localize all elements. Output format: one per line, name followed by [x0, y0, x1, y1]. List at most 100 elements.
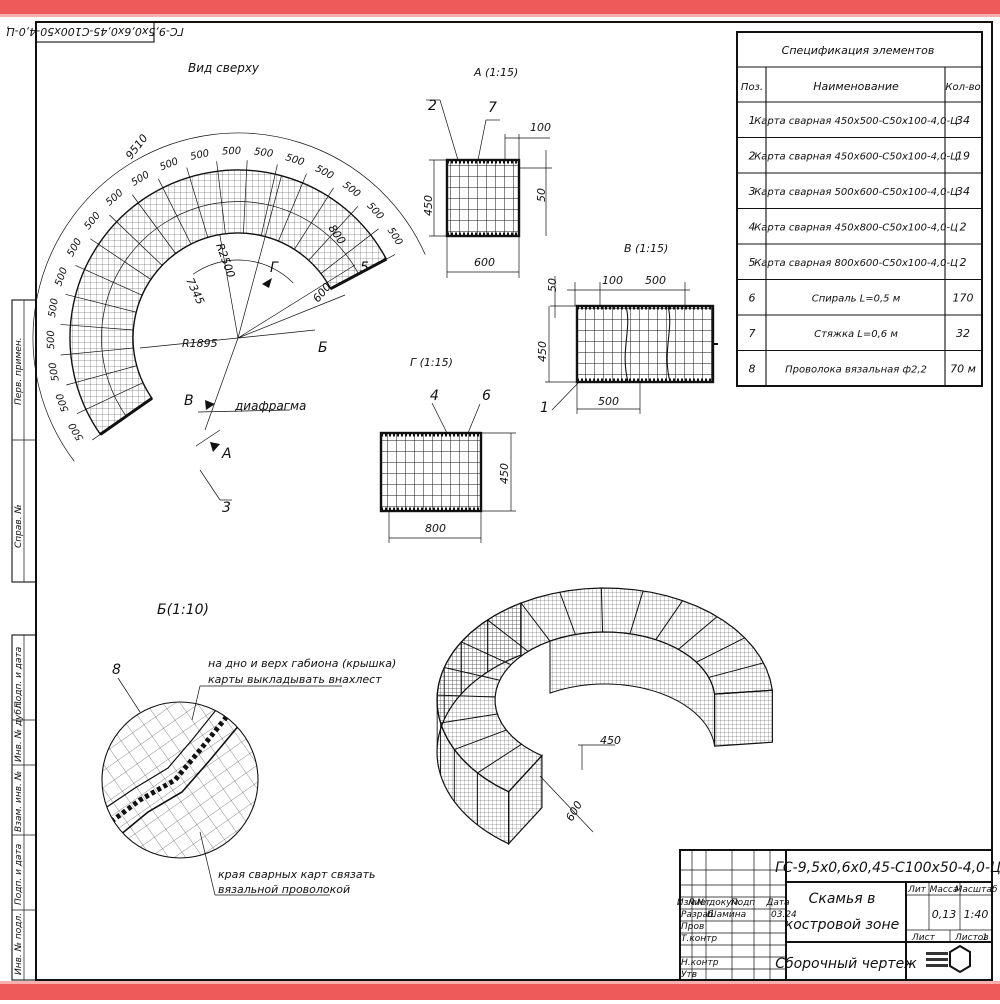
plan-segment-label: 500 — [189, 148, 210, 163]
plan-segment-label: 500 — [385, 226, 405, 248]
plan-segment-label: 500 — [55, 392, 72, 414]
title-block-col-mass: Масса — [930, 885, 959, 895]
title-block: ГС-9,5х0,6х0,45-С100х50-4,0-Ц Скамья в к… — [677, 849, 1000, 981]
plan-segment-label: 500 — [130, 169, 152, 188]
detail-b-note-bottom-2: вязальной проволокой — [218, 883, 350, 896]
plan-segment-line — [308, 206, 359, 261]
plan-segment-label: 500 — [67, 420, 86, 442]
isometric-view: 450 600 — [436, 587, 774, 846]
plan-segment-line — [278, 173, 307, 242]
title-block-mass: 0,13 — [932, 908, 957, 921]
view-v-dim-top-a: 100 — [602, 274, 623, 287]
spec-row-name: Стяжка L=0,6 м — [814, 329, 898, 340]
plan-segment-line — [60, 324, 134, 331]
view-v-dim-bottom: 500 — [598, 395, 619, 408]
view-v-position-1: 1 — [540, 400, 549, 416]
spec-row-qty: 34 — [956, 114, 970, 127]
detail-b-position-8: 8 — [112, 662, 121, 678]
plan-segment-line — [65, 293, 137, 313]
title-block-name-2: костровой зоне — [785, 917, 899, 933]
plan-segment-label: 500 — [47, 298, 61, 319]
spec-header-name: Наименование — [813, 80, 899, 93]
side-label-5: Взам. инв. № — [14, 771, 24, 832]
spec-row-qty: 170 — [953, 291, 974, 304]
plan-segment-line — [132, 194, 176, 254]
title-block-sheet-type: Сборочный чертеж — [775, 956, 917, 972]
view-v-dim-height: 450 — [536, 341, 549, 362]
plan-total-dim-arc — [32, 132, 426, 462]
view-a-dim-height: 450 — [422, 195, 435, 216]
title-block-rev-header: № докум. — [696, 898, 741, 908]
spec-row-pos: 2 — [749, 149, 756, 162]
title-block-date: 03.24 — [771, 910, 797, 920]
spec-row-qty: 2 — [960, 220, 967, 233]
view-v-title: В (1:15) — [624, 242, 668, 255]
title-block-code: ГС-9,5х0,6х0,45-С100х50-4,0-Ц — [775, 860, 1000, 876]
plan-segment-label: 500 — [65, 237, 84, 259]
spec-row-name: Карта сварная 500х600-С50х100-4,0-Ц — [754, 187, 958, 198]
title-block-role: Т.контр — [681, 934, 717, 944]
plan-segment-line — [243, 160, 248, 234]
iso-inner-face — [549, 631, 716, 747]
view-a: А (1:15) 2 7 100 50 450 600 — [422, 66, 552, 278]
plan-segment-line — [186, 167, 209, 238]
spec-header-qty: Кол-во — [945, 82, 980, 93]
view-a-dim-width: 600 — [474, 256, 495, 269]
plan-segment-label: 500 — [82, 210, 103, 232]
spec-row-name: Карта сварная 450х500-С50х100-4,0-Ц — [754, 116, 958, 127]
view-g-position-4: 4 — [430, 388, 439, 404]
plan-segment-label: 500 — [313, 163, 335, 182]
title-block-role: Н.контр — [681, 958, 719, 968]
section-letter-v: В — [184, 393, 194, 409]
spec-row-pos: 8 — [749, 362, 756, 375]
plan-inner-radius: R1895 — [182, 337, 218, 350]
plan-segment-label: 500 — [104, 188, 126, 209]
title-block-rev-header: Подп — [731, 898, 755, 908]
plan-segment-label: 500 — [222, 146, 241, 158]
plan-segment-label: 500 — [46, 330, 57, 349]
plan-arc — [32, 132, 426, 501]
frame-border-bottom — [0, 984, 1000, 1000]
plan-segment-label: 500 — [53, 266, 70, 288]
plan-radius-line — [237, 175, 282, 339]
spec-row-qty: 34 — [956, 185, 970, 198]
plan-segment-label: 500 — [158, 156, 180, 173]
plan-segment-line — [90, 238, 152, 280]
side-label-3: Подп. и дата — [14, 647, 24, 708]
spec-row-name: Карта сварная 800х600-С50х100-4,0-Ц — [754, 258, 958, 269]
iso-top-surface — [436, 587, 774, 793]
plan-ring — [69, 169, 388, 436]
plan-outer-radius: R2500 — [213, 242, 237, 280]
plan-inner-arc-dim — [193, 259, 294, 284]
view-a-title: А (1:15) — [473, 66, 518, 79]
detail-b-note-bottom-1: края сварных карт связать — [218, 868, 376, 881]
spec-row-pos: 7 — [749, 327, 756, 340]
plan-segment-line — [75, 265, 143, 296]
detail-b-note-top-2: карты выкладывать внахлест — [208, 673, 382, 686]
title-block-rev-header: Лист — [687, 898, 712, 908]
title-block-rev-header: Изм — [677, 898, 696, 908]
spec-row-qty: 32 — [956, 327, 970, 340]
title-block-developer: Шамина — [707, 910, 746, 920]
plan-inner-arc: 7345 — [183, 276, 207, 307]
title-block-role: Пров — [681, 922, 704, 932]
spec-table: Спецификация элементов Поз. Наименование… — [736, 31, 983, 387]
section-letter-b: Б — [318, 340, 328, 356]
plan-diaphragm-label: диафрагма — [234, 399, 306, 413]
spec-row-pos: 3 — [749, 185, 756, 198]
side-label-4: Инв. № дубл. — [14, 700, 24, 762]
stamp-code-box: ГС-9,5х0,6х0,45-С100х50-4,0-Ц — [6, 21, 184, 43]
plan-radius-line — [139, 337, 239, 349]
spec-row-name: Карта сварная 450х800-С50х100-4,0-Ц — [754, 222, 958, 233]
spec-row-pos: 6 — [749, 291, 756, 304]
plan-segment-line — [66, 365, 137, 386]
side-label-6: Подп. и дата — [14, 844, 24, 905]
title-block-sheets: Листов — [954, 933, 989, 943]
title-block-rev-header: Дата — [765, 898, 789, 908]
plan-segment-line — [60, 347, 134, 356]
detail-b-note-top-1: на дно и верх габиона (крышка) — [208, 657, 396, 670]
view-g-dim-height: 450 — [498, 463, 511, 484]
spec-row-pos: 1 — [749, 114, 756, 127]
title-block-role: Утв — [681, 970, 697, 980]
